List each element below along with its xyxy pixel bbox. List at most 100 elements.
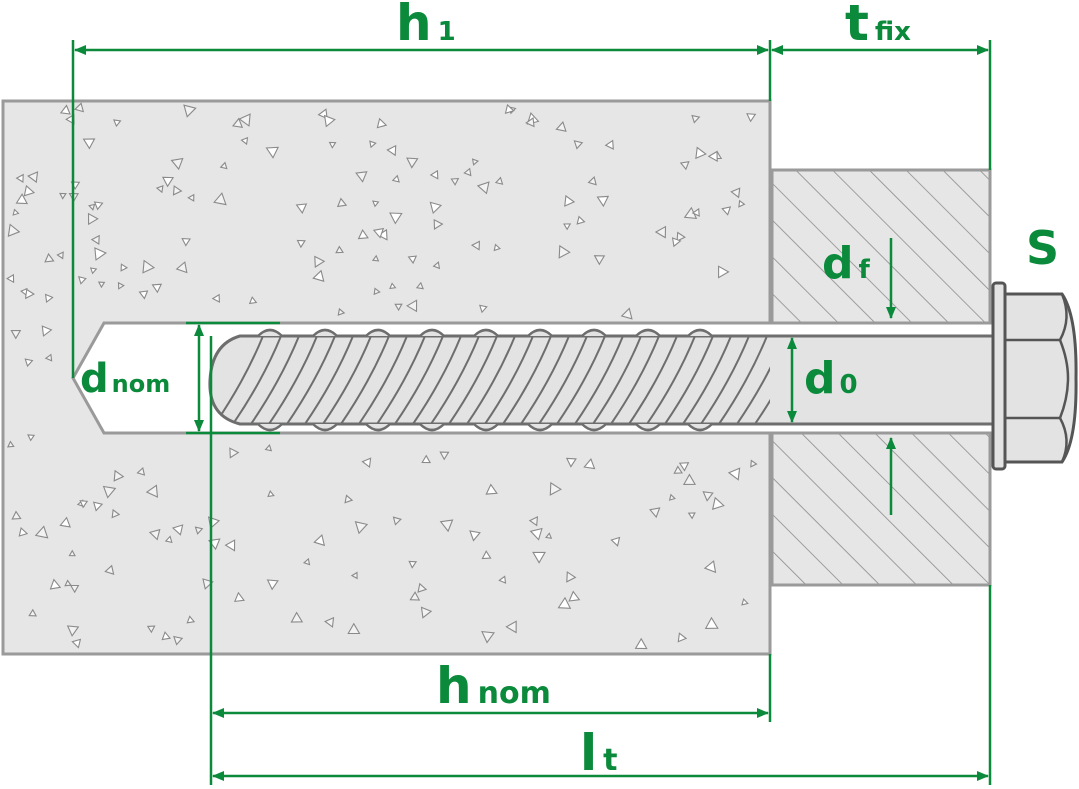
speckle [211,293,220,303]
speckle [355,171,368,183]
thread-crest [635,423,661,432]
thread-line [376,336,426,424]
speckle [389,282,397,290]
speckle [493,243,501,252]
thread-line [322,336,372,424]
thread-line [232,336,282,424]
speckle [421,454,432,464]
thread-line [592,336,642,424]
speckle [528,515,539,527]
thread-crest [473,328,499,337]
speckle [593,255,606,266]
speckle [113,119,122,128]
speckle [44,252,55,263]
speckle [409,591,421,601]
thread-crest [527,328,553,337]
speckle [373,287,381,296]
speckle [587,176,597,186]
speckle [79,500,89,509]
speckle [219,161,228,170]
speckle [56,251,64,260]
speckle [673,465,683,474]
speckle [498,575,507,584]
speckle [27,434,36,442]
thread-line [682,336,732,424]
speckle [703,560,717,574]
speckle [94,247,108,261]
speckle [18,526,29,537]
thread-line [718,336,768,424]
speckle [20,287,28,296]
speckle [417,582,428,593]
speckle [691,207,700,217]
thread-crest [473,423,499,432]
speckle [77,276,87,285]
thread-line [664,336,714,424]
thread-line [340,336,390,424]
thread-crest [257,328,283,337]
speckle [707,150,718,163]
speckle [676,231,686,242]
speckle [439,519,454,533]
speckle [702,491,714,502]
speckle [145,484,159,498]
speckle [347,622,361,635]
thread-crest [581,328,607,337]
thread-line [358,336,408,424]
speckle [481,630,496,644]
speckle [344,494,354,504]
speckle [372,227,385,239]
speckle [704,616,719,629]
speckle [161,176,175,188]
speckle [555,121,567,132]
speckle [420,606,433,619]
speckle [323,114,336,128]
speckle [15,173,24,183]
thread-line [574,336,624,424]
thread-line [448,336,498,424]
speckle [155,184,164,194]
speckle [41,325,53,337]
speckle [87,212,99,226]
speckle [136,466,146,476]
speckle [391,174,400,183]
thread-crest [687,328,713,337]
speckle [671,237,682,248]
label-s: S [1026,221,1059,275]
speckle [478,304,488,314]
speckle [240,136,249,146]
speckle [389,212,403,225]
speckle [727,467,741,481]
speckle [738,199,746,208]
speckle [231,117,244,128]
speckle [563,223,572,231]
speckle [576,215,586,225]
speckle [439,451,450,461]
speckle [408,560,418,569]
speckle [558,244,571,259]
speckle [620,307,633,320]
speckle [549,481,562,496]
speckle [494,176,504,185]
speckle [470,240,480,251]
thread-crest [257,423,283,432]
speckle [161,631,172,641]
speckle [433,218,444,230]
speckle [335,245,344,254]
speckle [634,637,648,650]
speckle [10,329,22,340]
thread-line [412,336,462,424]
speckle [336,197,348,208]
speckle [117,281,125,290]
speckle [146,625,156,634]
speckle [668,493,676,501]
speckle [529,527,543,541]
thread-line [430,336,480,424]
speckle [369,140,377,149]
speckle [7,223,21,237]
speckle [175,261,188,274]
hex-head-icon [1003,292,1078,464]
speckle [59,104,71,115]
speckle [142,259,156,274]
